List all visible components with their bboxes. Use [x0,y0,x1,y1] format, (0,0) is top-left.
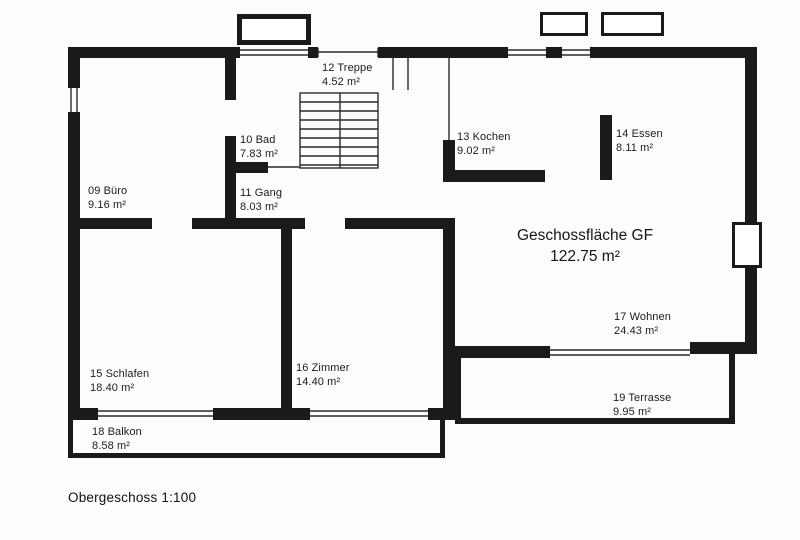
bay-window [732,222,762,268]
room-label-kochen: 13 Kochen 9.02 m² [457,130,511,158]
room-name: 09 Büro [88,185,128,197]
room-area: 8.58 m² [92,440,130,453]
room-name: 13 Kochen [457,131,511,143]
room-label-buero: 09 Büro 9.16 m² [88,184,127,212]
room-area: 8.03 m² [240,201,278,214]
room-area: 9.02 m² [457,145,495,158]
room-name: 18 Balkon [92,426,142,438]
roof-elements [237,12,664,45]
terrace-walls [455,352,735,424]
room-name: 12 Treppe [322,62,373,74]
staircase [299,92,379,169]
room-name: 16 Zimmer [296,362,350,374]
room-name: 10 Bad [240,134,276,146]
room-label-treppe: 12 Treppe 4.52 m² [322,61,372,89]
room-area: 24.43 m² [614,325,659,338]
floor-area-summary: Geschossfläche GF 122.75 m² [490,226,680,268]
room-label-zimmer: 16 Zimmer 14.40 m² [296,361,349,389]
window-lines [70,48,690,417]
floor-area-label: Geschossfläche GF [516,227,654,244]
room-label-terrasse: 19 Terrasse 9.95 m² [613,391,671,419]
room-area: 7.83 m² [240,148,278,161]
room-name: 17 Wohnen [614,311,671,323]
room-area: 9.16 m² [88,199,126,212]
balcony-walls [68,420,445,458]
room-area: 9.95 m² [613,406,651,419]
room-label-bad: 10 Bad 7.83 m² [240,133,278,161]
room-label-essen: 14 Essen 8.11 m² [616,127,663,155]
room-area: 14.40 m² [296,376,341,389]
room-name: 15 Schlafen [90,368,150,380]
interior-walls [80,47,612,420]
floor-area-value: 122.75 m² [550,247,620,265]
room-label-schlafen: 15 Schlafen 18.40 m² [90,367,149,395]
room-area: 18.40 m² [90,382,135,395]
plan-title: Obergeschoss 1:100 [68,490,197,505]
room-name: 14 Essen [616,128,663,140]
room-label-balkon: 18 Balkon 8.58 m² [92,425,142,453]
room-name: 11 Gang [240,187,283,199]
room-area: 8.11 m² [616,142,654,155]
room-label-gang: 11 Gang 8.03 m² [240,186,282,214]
room-name: 19 Terrasse [613,392,672,404]
room-label-wohnen: 17 Wohnen 24.43 m² [614,310,671,338]
room-area: 4.52 m² [322,76,360,89]
